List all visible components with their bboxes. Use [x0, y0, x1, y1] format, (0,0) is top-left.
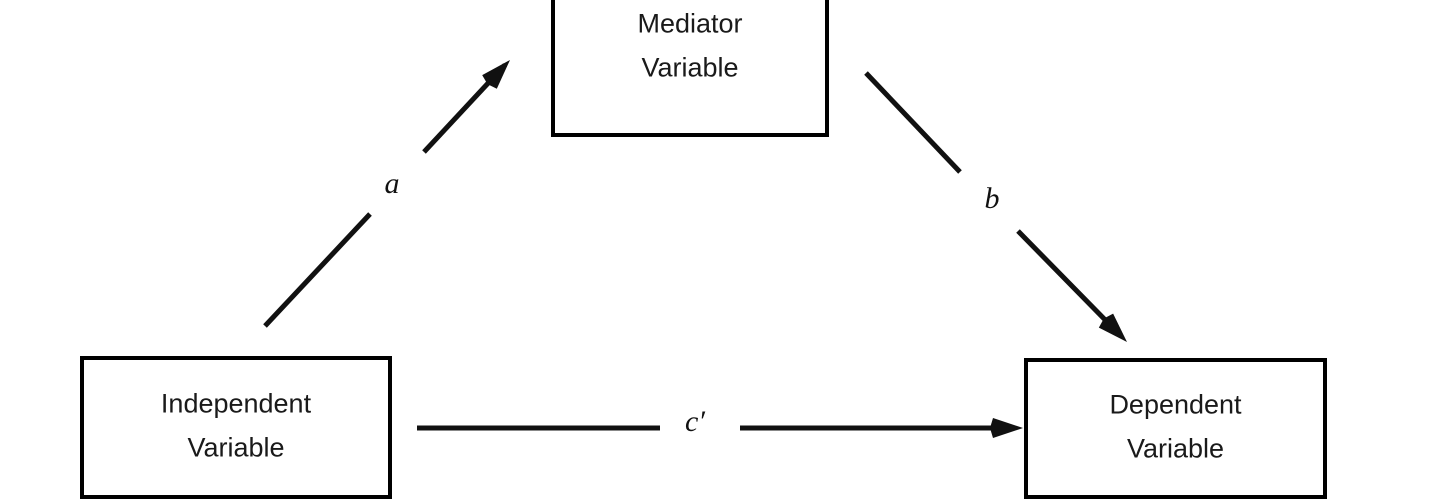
path-c-prime-arrowhead — [990, 418, 1023, 438]
independent-variable-box — [80, 356, 392, 499]
mediator-variable-label-line2: Variable — [641, 53, 738, 83]
independent-variable-node: Independent Variable — [80, 356, 392, 499]
path-a-label: a — [385, 167, 400, 200]
path-b-segment-1 — [864, 71, 962, 174]
path-b-label: b — [985, 182, 1000, 215]
independent-variable-label-line1: Independent — [161, 389, 312, 419]
path-c-prime-group: c′ — [417, 405, 1023, 438]
dependent-variable-label-line1: Dependent — [1109, 390, 1242, 420]
mediator-variable-node: Mediator Variable — [551, 0, 829, 137]
dependent-variable-box — [1024, 358, 1327, 499]
path-a-group: a — [263, 60, 510, 328]
path-a-arrowhead — [482, 60, 510, 89]
independent-variable-label-line2: Variable — [187, 433, 284, 463]
path-b-segment-2 — [1016, 229, 1122, 337]
dependent-variable-node: Dependent Variable — [1024, 358, 1327, 499]
dependent-variable-label-line2: Variable — [1127, 434, 1224, 464]
path-a-segment-1 — [263, 212, 372, 328]
path-c-prime-label: c′ — [685, 405, 705, 438]
mediator-variable-box — [551, 0, 829, 137]
mediator-variable-label-line1: Mediator — [637, 9, 742, 39]
path-b-arrowhead — [1098, 313, 1127, 342]
path-b-group: b — [864, 71, 1127, 342]
